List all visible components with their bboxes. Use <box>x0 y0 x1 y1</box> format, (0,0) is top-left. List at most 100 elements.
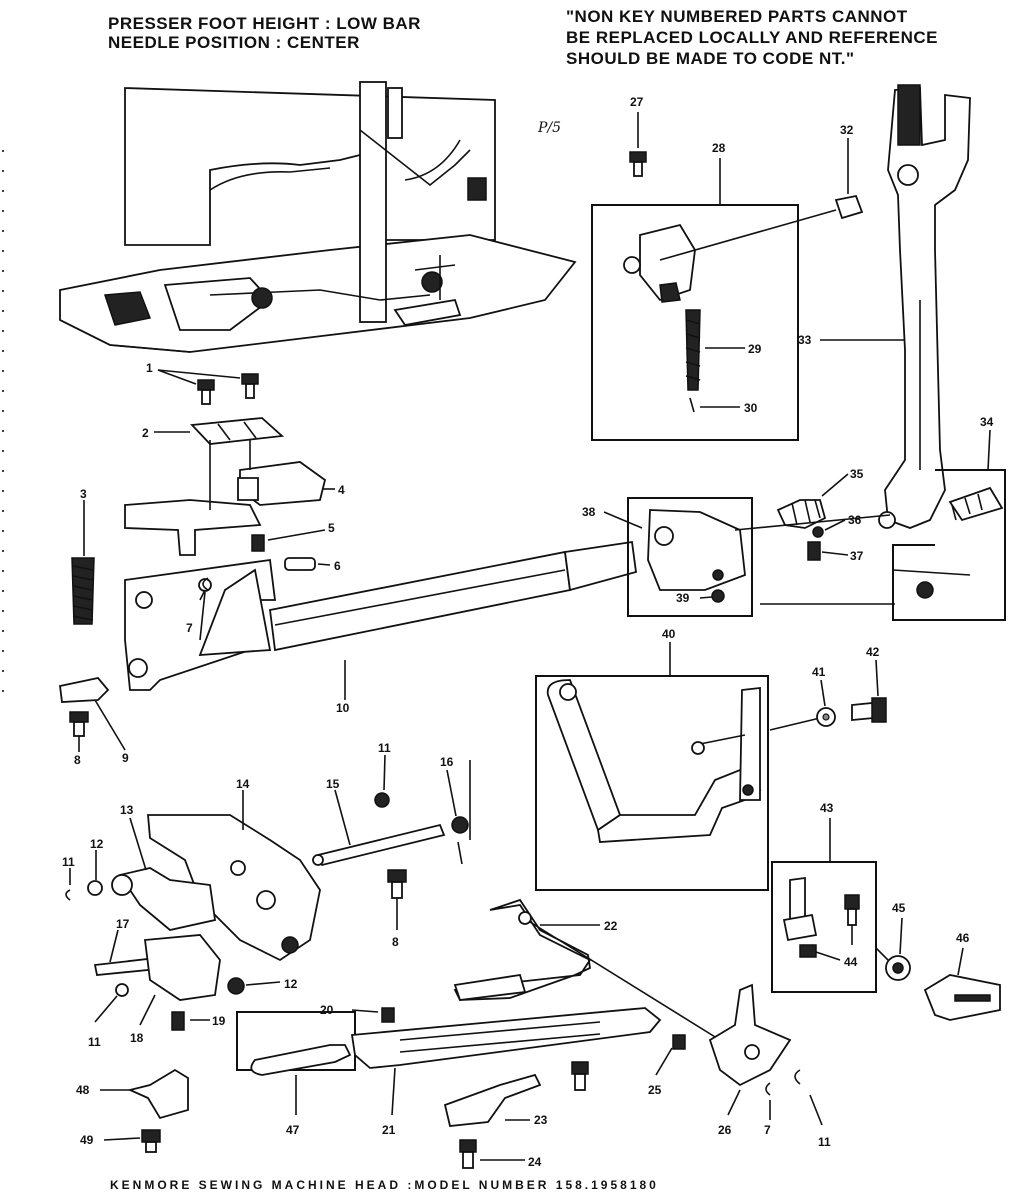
callout-2: 2 <box>142 426 149 440</box>
callout-22: 22 <box>604 919 618 933</box>
callout-33: 33 <box>798 333 812 347</box>
callout-5: 5 <box>328 521 335 535</box>
note-line-1: "NON KEY NUMBERED PARTS CANNOT <box>566 7 908 26</box>
part-34-box <box>892 429 1006 621</box>
part-4-thread-guide <box>237 461 335 506</box>
callout-14: 14 <box>236 777 250 791</box>
callout-30: 30 <box>744 401 758 415</box>
callout-34: 34 <box>980 415 994 429</box>
part-8-screw-b <box>387 869 407 930</box>
part-9-pin <box>59 677 126 751</box>
needle-position-text: NEEDLE POSITION : CENTER <box>108 33 360 52</box>
callout-18: 18 <box>130 1031 144 1045</box>
callout-17: 17 <box>116 917 130 931</box>
part-19-screw <box>171 1011 210 1031</box>
callout-46: 46 <box>956 931 970 945</box>
callout-12-right: 12 <box>284 977 298 991</box>
part-41-washer <box>816 679 836 727</box>
callout-11-left: 11 <box>62 855 75 869</box>
part-6-pin <box>284 557 331 571</box>
callout-29: 29 <box>748 342 762 356</box>
part-22-bracket <box>453 898 721 1041</box>
part-26-cam <box>708 983 792 1116</box>
non-key-parts-note: "NON KEY NUMBERED PARTS CANNOT BE REPLAC… <box>566 6 938 69</box>
callout-24: 24 <box>528 1155 542 1169</box>
callout-9: 9 <box>122 751 129 765</box>
page-mark: P/5 <box>538 120 562 136</box>
part-49-screw <box>103 1129 161 1153</box>
part-35-spring <box>776 473 849 529</box>
part-30-pin <box>689 397 740 413</box>
callout-32: 32 <box>840 123 854 137</box>
part-5-set-screw <box>251 529 326 552</box>
callout-27: 27 <box>630 95 644 109</box>
callout-7-lower: 7 <box>764 1123 771 1137</box>
part-29-spring <box>685 309 745 391</box>
part-48-bracket <box>100 1068 189 1120</box>
callout-40: 40 <box>662 627 676 641</box>
part-43-box <box>771 818 891 993</box>
part-2-presser-foot <box>154 417 285 445</box>
part-11-clip-b <box>94 983 129 1023</box>
callout-26: 26 <box>718 1123 732 1137</box>
part-24-screws <box>459 1061 589 1169</box>
part-18-bracket <box>139 934 221 1026</box>
callout-23: 23 <box>534 1113 548 1127</box>
callout-13: 13 <box>120 803 134 817</box>
callout-11-right: 11 <box>818 1135 831 1149</box>
machine-head-illustration <box>59 81 577 353</box>
callout-10: 10 <box>336 701 350 715</box>
part-21-lever <box>350 1007 662 1116</box>
callout-11-lower: 11 <box>88 1035 101 1049</box>
callout-12-left: 12 <box>90 837 104 851</box>
part-36-ball <box>812 519 846 538</box>
part-47-plunger <box>236 1011 356 1115</box>
part-32-nut <box>659 138 864 261</box>
part-8-screw-a <box>69 711 89 752</box>
note-line-3: SHOULD BE MADE TO CODE NT." <box>566 49 855 68</box>
part-39-screw <box>699 589 895 605</box>
callout-44-lower: 44 <box>844 955 858 969</box>
part-27-screw <box>629 112 647 177</box>
callout-1: 1 <box>146 361 153 375</box>
callout-16: 16 <box>440 755 454 769</box>
part-10-presser-bar <box>124 540 637 700</box>
callout-6: 6 <box>334 559 341 573</box>
callout-28: 28 <box>712 141 726 155</box>
callout-49: 49 <box>80 1133 94 1147</box>
part-11-clip-a <box>65 868 71 901</box>
part-12-washer-b <box>227 977 281 995</box>
callout-38: 38 <box>582 505 596 519</box>
part-23-spring <box>443 1073 542 1127</box>
callout-43: 43 <box>820 801 834 815</box>
callout-39: 39 <box>676 591 690 605</box>
part-7-clip-b <box>765 1082 771 1120</box>
part-1-screws <box>157 369 259 405</box>
callout-37: 37 <box>850 549 864 563</box>
part-3-spring <box>71 500 95 625</box>
callout-20: 20 <box>320 1003 334 1017</box>
callout-36: 36 <box>848 513 862 527</box>
presser-foot-note: PRESSER FOOT HEIGHT : LOW BAR NEEDLE POS… <box>108 14 421 52</box>
callout-45: 45 <box>892 901 906 915</box>
callout-35: 35 <box>850 467 864 481</box>
part-38-box <box>603 497 891 617</box>
part-40-box <box>535 642 821 891</box>
callout-15: 15 <box>326 777 340 791</box>
callout-3: 3 <box>80 487 87 501</box>
callout-4: 4 <box>338 483 345 497</box>
callout-47: 47 <box>286 1123 300 1137</box>
part-42-screw <box>851 659 887 723</box>
part-13-bracket <box>111 817 217 931</box>
part-7-clip-a <box>199 577 209 601</box>
part-11-clip-c <box>374 754 390 808</box>
callout-19: 19 <box>212 1014 226 1028</box>
presser-foot-height-text: PRESSER FOOT HEIGHT : LOW BAR <box>108 14 421 33</box>
callout-25: 25 <box>648 1083 662 1097</box>
callout-7-upper: 7 <box>186 621 193 635</box>
part-14-bracket <box>147 790 321 962</box>
part-20-screw <box>351 1007 395 1023</box>
callout-21: 21 <box>382 1123 396 1137</box>
callout-labels: 1 2 3 4 5 6 7 8 9 10 11 11 11 11 12 12 1… <box>62 95 994 1169</box>
